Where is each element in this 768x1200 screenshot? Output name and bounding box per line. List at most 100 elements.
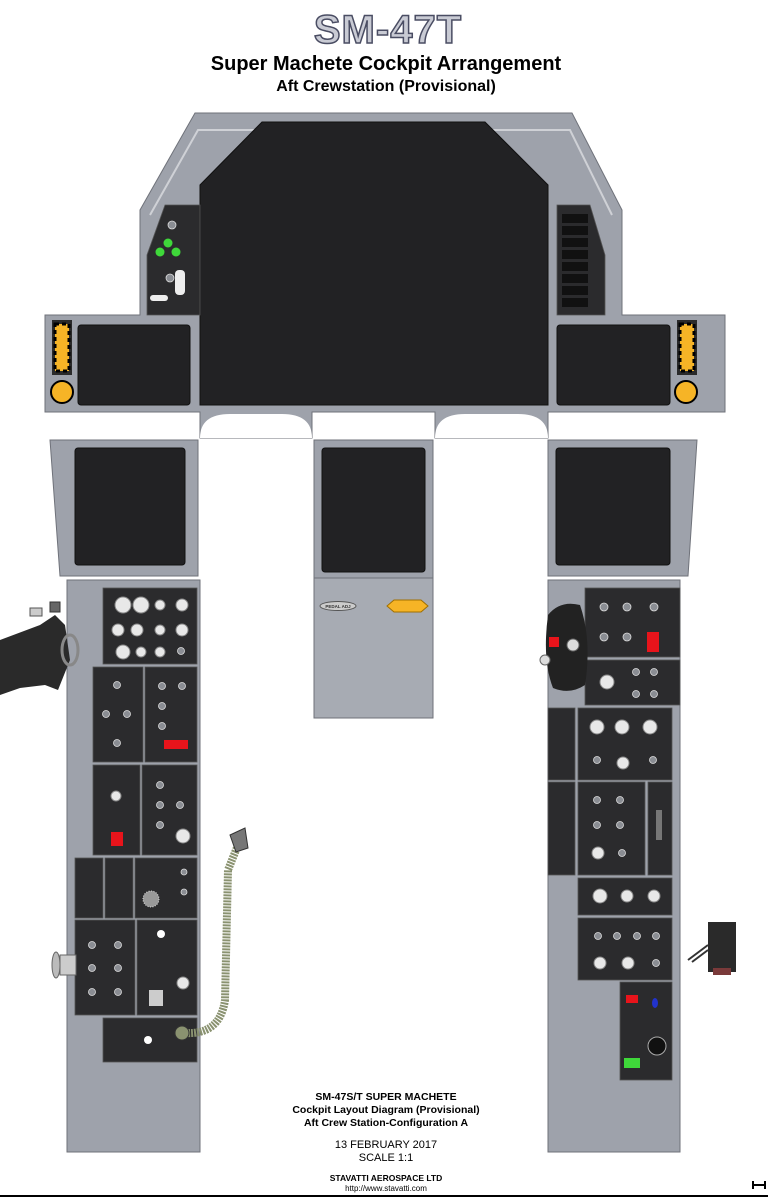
switch[interactable] [618, 849, 626, 857]
switch[interactable] [649, 602, 659, 612]
switch[interactable] [156, 801, 164, 809]
knob[interactable] [115, 644, 131, 660]
switch[interactable] [599, 602, 609, 612]
map-clip[interactable] [687, 922, 736, 975]
knob[interactable] [135, 646, 147, 658]
switch[interactable] [650, 690, 658, 698]
knob[interactable] [620, 889, 634, 903]
side-stick[interactable] [539, 603, 588, 691]
knob[interactable] [589, 719, 605, 735]
switch[interactable] [652, 932, 660, 940]
switch[interactable] [176, 801, 184, 809]
center-pedestal: PEDAL ADJ [313, 577, 434, 719]
switch[interactable] [156, 821, 164, 829]
right-console-panel-7 [619, 981, 673, 1081]
switch[interactable] [88, 964, 96, 972]
pedal-adjust-button[interactable] [319, 601, 357, 611]
toggle-switch[interactable] [150, 295, 168, 301]
knob[interactable] [616, 756, 630, 770]
knob[interactable] [592, 888, 608, 904]
switch[interactable] [156, 781, 164, 789]
red-guarded-switch[interactable] [647, 632, 659, 652]
knob[interactable] [593, 956, 607, 970]
footer-scale: SCALE 1:1 [359, 1152, 413, 1164]
left-upper-switch-panel [146, 204, 201, 316]
knob[interactable] [591, 846, 605, 860]
knob[interactable] [614, 719, 630, 735]
switch[interactable] [180, 888, 188, 896]
switch[interactable] [633, 932, 641, 940]
page-title: Super Machete Cockpit Arrangement [211, 53, 562, 75]
switch[interactable] [616, 796, 624, 804]
switch[interactable] [652, 959, 660, 967]
switch[interactable] [88, 988, 96, 996]
red-guarded-switch[interactable] [111, 832, 123, 846]
knob[interactable] [154, 599, 166, 611]
switch[interactable] [613, 932, 621, 940]
throttle-grip[interactable] [0, 601, 80, 695]
switch[interactable] [632, 668, 640, 676]
knob[interactable] [110, 790, 122, 802]
switch[interactable] [650, 668, 658, 676]
switch[interactable] [178, 682, 186, 690]
left-ejection-handle[interactable] [50, 320, 74, 404]
side-handle[interactable] [51, 951, 77, 979]
footer-configuration: Aft Crew Station-Configuration A [304, 1117, 469, 1129]
switch[interactable] [622, 602, 632, 612]
knob[interactable] [154, 624, 166, 636]
switch[interactable] [158, 722, 166, 730]
knob[interactable] [175, 598, 189, 612]
switch[interactable] [113, 739, 121, 747]
audio-panel [102, 587, 198, 665]
comm2-volume-knob[interactable] [132, 596, 150, 614]
switch[interactable] [180, 868, 188, 876]
green-button[interactable] [624, 1058, 640, 1068]
knob[interactable] [647, 889, 661, 903]
switch[interactable] [593, 821, 601, 829]
switch[interactable] [594, 932, 602, 940]
gear-handle[interactable] [175, 270, 185, 295]
footer-date: 13 FEBRUARY 2017 [335, 1139, 437, 1151]
switch[interactable] [114, 988, 122, 996]
switch[interactable] [114, 964, 122, 972]
switch[interactable] [114, 941, 122, 949]
switch[interactable] [632, 690, 640, 698]
switch[interactable] [649, 756, 657, 764]
knob[interactable] [176, 976, 190, 990]
footer-url: http://www.stavatti.com [345, 1184, 427, 1193]
knob[interactable] [175, 623, 189, 637]
switch[interactable] [113, 681, 121, 689]
knob[interactable] [621, 956, 635, 970]
gear-indicator-light [171, 247, 181, 257]
switch[interactable] [158, 682, 166, 690]
switch[interactable] [599, 632, 609, 642]
knob[interactable] [642, 719, 658, 735]
engine-start-panel [92, 666, 198, 763]
switch[interactable] [88, 941, 96, 949]
pedal-adjust-handle[interactable] [386, 599, 429, 613]
center-lower-display-panel [313, 439, 434, 579]
throttle-slider[interactable] [149, 990, 163, 1006]
knob[interactable] [175, 828, 191, 844]
knob[interactable] [154, 646, 166, 658]
gauge [647, 1036, 667, 1056]
switch[interactable] [177, 647, 185, 655]
right-ejection-handle[interactable] [674, 320, 698, 404]
comm1-volume-knob[interactable] [114, 596, 132, 614]
fuel-display-panel [556, 204, 606, 316]
red-guarded-switch[interactable] [164, 740, 188, 749]
left-lower-display-panel [49, 439, 199, 577]
switch[interactable] [616, 821, 624, 829]
slider[interactable] [656, 810, 662, 840]
switch[interactable] [158, 702, 166, 710]
switch[interactable] [593, 756, 601, 764]
rotary-selector[interactable] [599, 674, 615, 690]
switch[interactable] [123, 710, 131, 718]
switch[interactable] [593, 796, 601, 804]
switch[interactable] [622, 632, 632, 642]
knob[interactable] [130, 623, 144, 637]
rotary-selector[interactable] [142, 890, 160, 908]
knob[interactable] [111, 623, 125, 637]
switch[interactable] [102, 710, 110, 718]
